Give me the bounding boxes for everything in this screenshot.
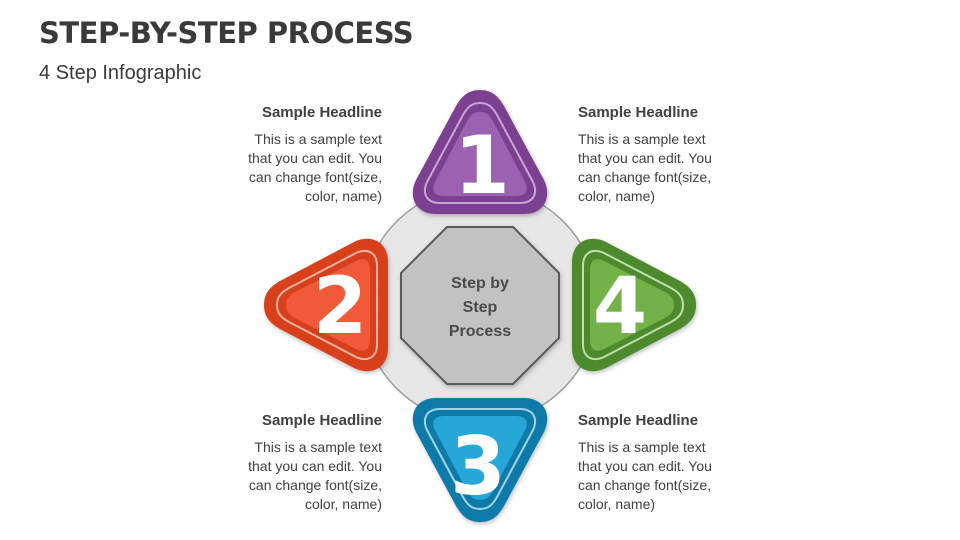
center-label: Step by Step Process — [420, 272, 540, 344]
step-1-number: 1 — [454, 119, 510, 212]
step-1-text-block: Sample Headline This is a sample text th… — [232, 103, 382, 206]
step-4-headline: Sample Headline — [578, 104, 699, 121]
step-4-shape — [572, 238, 696, 372]
step-4-text-block: Sample Headline This is a sample text th… — [578, 103, 728, 206]
step-3-body: This is a sample text that you can edit.… — [248, 439, 382, 512]
page-title: STEP-BY-STEP PROCESS — [39, 16, 414, 50]
step-4-number: 4 — [593, 262, 647, 352]
center-label-line-2: Step — [462, 299, 498, 316]
step-2-text-block: Sample Headline This is a sample text th… — [578, 411, 728, 514]
step-2-headline: Sample Headline — [578, 412, 699, 429]
step-4-body: This is a sample text that you can edit.… — [578, 131, 712, 204]
step-2-body: This is a sample text that you can edit.… — [578, 439, 712, 512]
step-1-shape — [412, 90, 548, 214]
center-octagon — [400, 226, 560, 385]
step-2-number: 2 — [313, 262, 367, 352]
step-3-shape — [412, 398, 548, 522]
step-1-headline: Sample Headline — [261, 104, 382, 121]
step-1-body: This is a sample text that you can edit.… — [248, 131, 382, 204]
center-label-line-3: Process — [448, 323, 512, 340]
step-3-headline: Sample Headline — [261, 412, 382, 429]
step-3-number: 3 — [450, 420, 506, 513]
center-label-line-1: Step by — [451, 275, 509, 292]
page-subtitle: 4 Step Infographic — [39, 62, 202, 84]
step-3-text-block: Sample Headline This is a sample text th… — [232, 411, 382, 514]
step-2-shape — [264, 238, 388, 372]
